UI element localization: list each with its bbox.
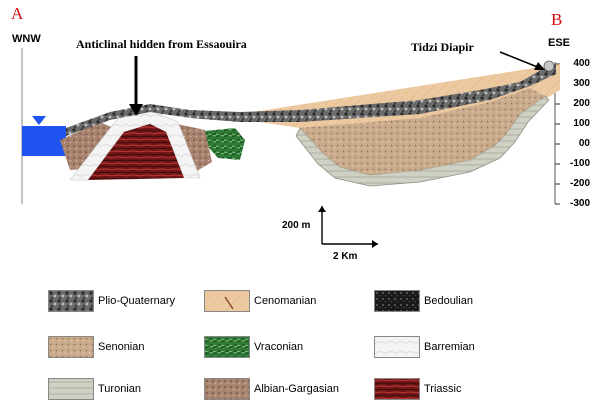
depth-tick: 400: [560, 58, 590, 69]
legend-item: Cenomanian: [204, 290, 316, 312]
endpoint-label-left: A: [11, 4, 23, 24]
depth-tick: -100: [560, 158, 590, 169]
direction-label-left: WNW: [12, 33, 41, 45]
legend-item: Turonian: [48, 378, 141, 400]
barremian-swatch: [374, 336, 420, 358]
legend-label: Albian-Gargasian: [254, 383, 339, 395]
endpoint-label-right: B: [551, 10, 562, 30]
bedoulian-swatch: [374, 290, 420, 312]
legend-item: Vraconian: [204, 336, 303, 358]
horizontal-scale-label: 2 Km: [333, 251, 357, 262]
senonian-swatch: [48, 336, 94, 358]
sea-level-marker: [32, 116, 46, 125]
legend-item: Bedoulian: [374, 290, 473, 312]
legend-label: Vraconian: [254, 341, 303, 353]
geologic-cross-section: A B WNW ESE Anticlinal hidden from Essao…: [0, 0, 596, 270]
depth-tick: 200: [560, 98, 590, 109]
direction-label-right: ESE: [548, 37, 570, 49]
legend-label: Triassic: [424, 383, 461, 395]
depth-tick: 00: [560, 138, 590, 149]
vertical-scale-arrowhead: [318, 206, 326, 212]
legend-label: Barremian: [424, 341, 475, 353]
turonian-swatch: [48, 378, 94, 400]
vertical-scale-label: 200 m: [282, 220, 310, 231]
anticlinal-callout: Anticlinal hidden from Essaouira: [76, 37, 247, 52]
legend-label: Senonian: [98, 341, 145, 353]
legend-label: Turonian: [98, 383, 141, 395]
diapir-arrow-shaft: [500, 52, 540, 68]
depth-tick: 300: [560, 78, 590, 89]
plio-quaternary-swatch: [48, 290, 94, 312]
depth-tick: 100: [560, 118, 590, 129]
triassic-swatch: [374, 378, 420, 400]
vraconian-swatch: [204, 336, 250, 358]
legend-item: Triassic: [374, 378, 461, 400]
legend-item: Senonian: [48, 336, 145, 358]
depth-tick: -300: [560, 198, 590, 209]
depth-tick: -200: [560, 178, 590, 189]
legend-label: Cenomanian: [254, 295, 316, 307]
legend-label: Bedoulian: [424, 295, 473, 307]
albian-gargasian-swatch: [204, 378, 250, 400]
horizontal-scale-arrowhead: [372, 240, 378, 248]
legend-item: Plio-Quaternary: [48, 290, 175, 312]
legend-item: Barremian: [374, 336, 475, 358]
lithology-legend: Plio-Quaternary Cenomanian Bedoulian Sen…: [0, 286, 596, 405]
cenomanian-swatch: [204, 290, 250, 312]
legend-label: Plio-Quaternary: [98, 295, 175, 307]
sea-water: [22, 126, 66, 156]
tidzi-diapir-knob: [544, 61, 554, 71]
diapir-callout: Tidzi Diapir: [411, 40, 474, 55]
legend-item: Albian-Gargasian: [204, 378, 339, 400]
